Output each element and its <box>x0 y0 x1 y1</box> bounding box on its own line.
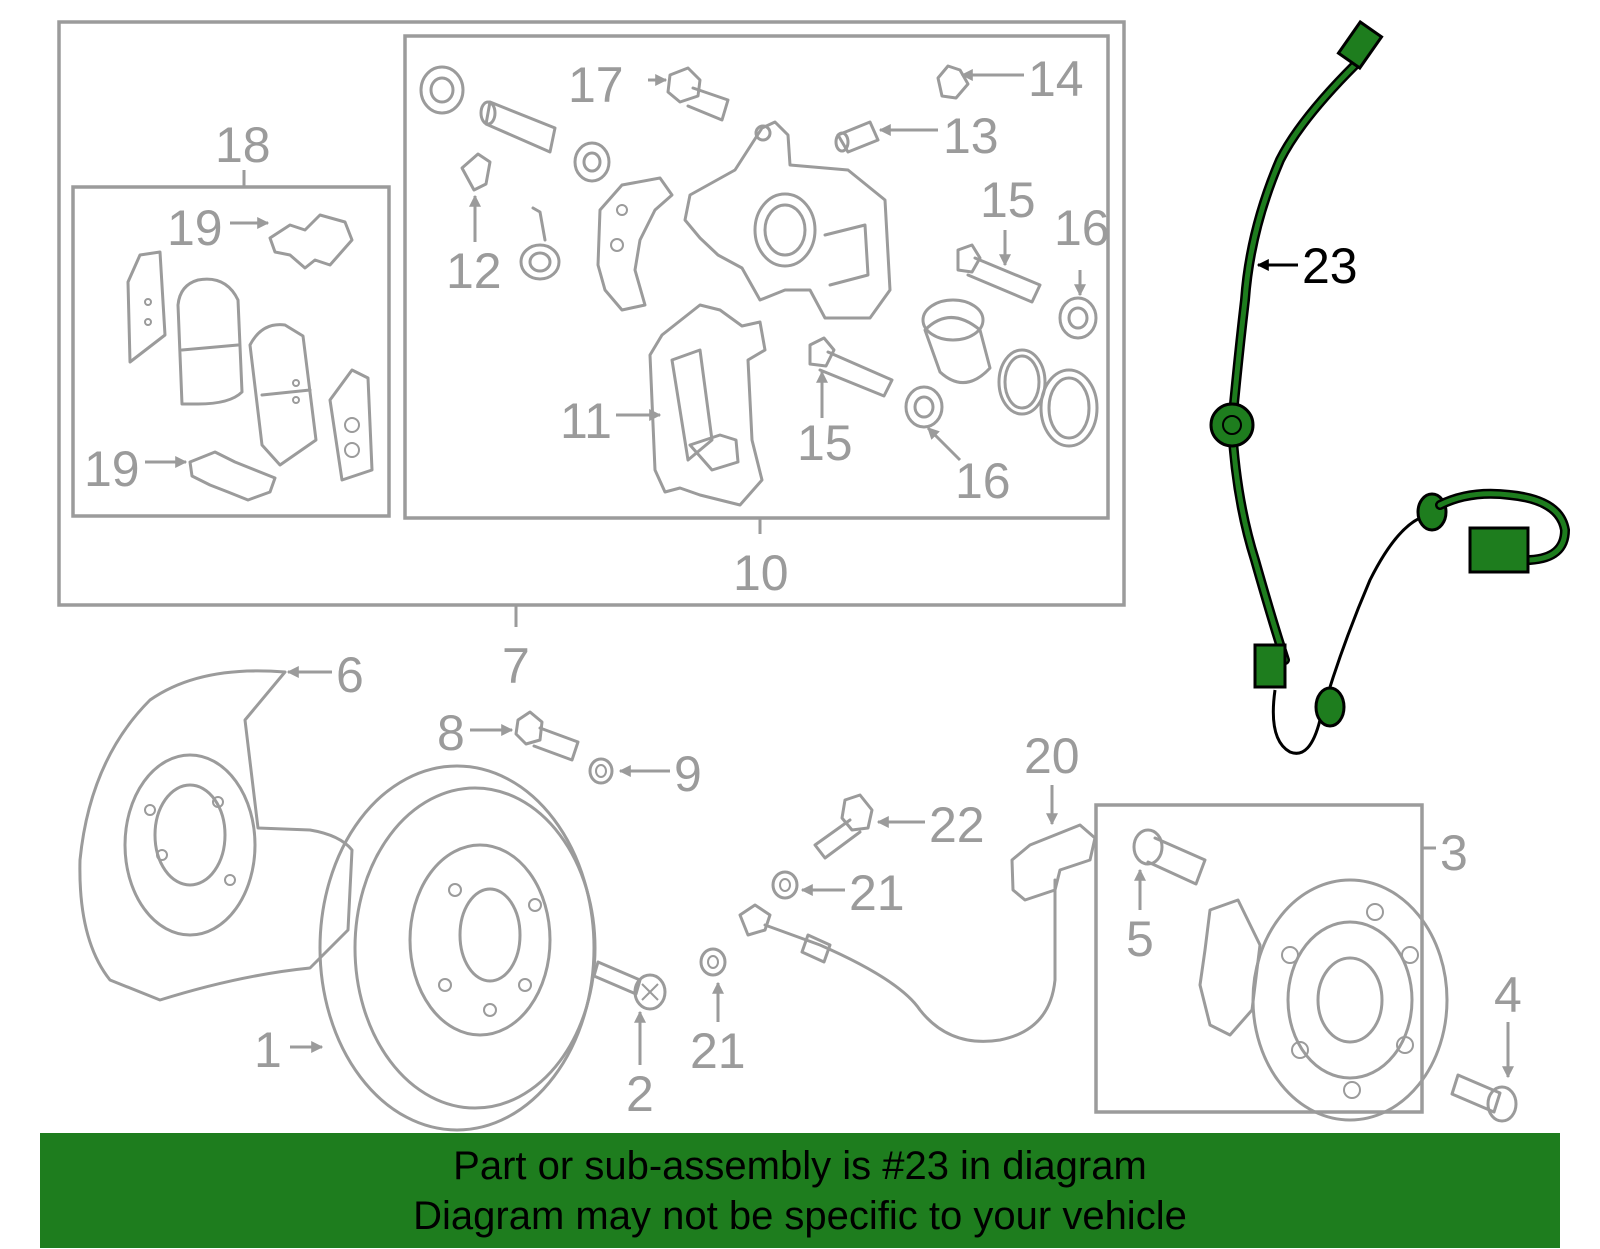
callout-11: 11 <box>560 393 612 449</box>
bolt-8 <box>514 710 580 762</box>
callout-20: 20 <box>1024 728 1080 784</box>
hub-bolt <box>1132 828 1207 886</box>
hub-bearing <box>1198 878 1449 1122</box>
washer-21b <box>699 947 727 977</box>
caliper-bracket <box>648 303 767 507</box>
piston <box>921 298 992 384</box>
callout-3: 3 <box>1440 825 1468 881</box>
callout-22: 22 <box>929 797 985 853</box>
wheel-speed-sensor-23 <box>1209 19 1571 755</box>
caliper-bracket-plate <box>596 176 674 312</box>
assembly-box-3 <box>1094 803 1424 1114</box>
info-banner: Part or sub-assembly is #23 in diagram D… <box>40 1133 1560 1248</box>
callout-15-upper: 15 <box>980 172 1036 228</box>
washer-21a <box>771 870 799 900</box>
callout-12: 12 <box>446 243 502 299</box>
callout-10: 10 <box>733 545 789 601</box>
pad-clip-upper <box>268 213 354 270</box>
clip-12 <box>460 152 492 192</box>
guide-bolt-lower <box>808 336 894 398</box>
callout-2: 2 <box>626 1066 654 1122</box>
piston-boot <box>1039 368 1099 448</box>
hub-mounting-bolt <box>1450 1073 1518 1123</box>
callout-16-upper: 16 <box>1054 200 1110 256</box>
callout-13: 13 <box>943 108 999 164</box>
bleeder-screw <box>666 66 730 122</box>
pad-clip-lower <box>188 450 277 502</box>
callout-17: 17 <box>568 57 624 113</box>
callout-9: 9 <box>674 746 702 802</box>
banner-line-1: Part or sub-assembly is #23 in diagram <box>453 1143 1147 1188</box>
caliper-housing <box>683 120 892 320</box>
callout-18: 18 <box>215 117 271 173</box>
callout-21-upper: 21 <box>849 865 905 921</box>
bushing-16a <box>1058 296 1098 340</box>
dust-shield <box>78 669 354 1002</box>
callout-8: 8 <box>437 705 465 761</box>
brake-pad-set <box>126 250 374 482</box>
brake-hose <box>738 878 1057 1043</box>
callout-5: 5 <box>1126 911 1154 967</box>
banner-line-2: Diagram may not be specific to your vehi… <box>413 1193 1187 1238</box>
hose-bracket <box>1010 823 1097 902</box>
callout-4: 4 <box>1494 967 1522 1023</box>
guide-bolt-upper <box>956 243 1042 304</box>
rotor-screw <box>592 960 667 1011</box>
assembly-box-10 <box>403 34 1110 520</box>
banjo-bolt <box>813 793 874 860</box>
clip-14 <box>936 64 970 100</box>
washer-9 <box>588 757 614 785</box>
brake-rotor <box>318 764 597 1132</box>
callout-19-lower: 19 <box>84 441 140 497</box>
guide-boot <box>419 65 465 115</box>
leader-lines <box>145 69 1514 1079</box>
callout-19-upper: 19 <box>167 200 223 256</box>
callout-23: 23 <box>1302 238 1358 294</box>
callout-14: 14 <box>1028 51 1084 107</box>
callout-15-lower: 15 <box>797 415 853 471</box>
spring <box>519 206 561 281</box>
guide-pin <box>479 100 557 154</box>
bushing <box>573 141 611 183</box>
callout-16-lower: 16 <box>955 453 1011 509</box>
callout-7: 7 <box>502 638 530 694</box>
assembly-box-18 <box>71 185 391 518</box>
callout-21-lower: 21 <box>690 1023 746 1079</box>
bleeder-cap <box>834 120 880 154</box>
piston-seal <box>997 348 1047 416</box>
bushing-16b <box>904 385 944 429</box>
assembly-box-7 <box>57 20 1126 607</box>
callout-1: 1 <box>254 1022 282 1078</box>
callout-6: 6 <box>336 647 364 703</box>
